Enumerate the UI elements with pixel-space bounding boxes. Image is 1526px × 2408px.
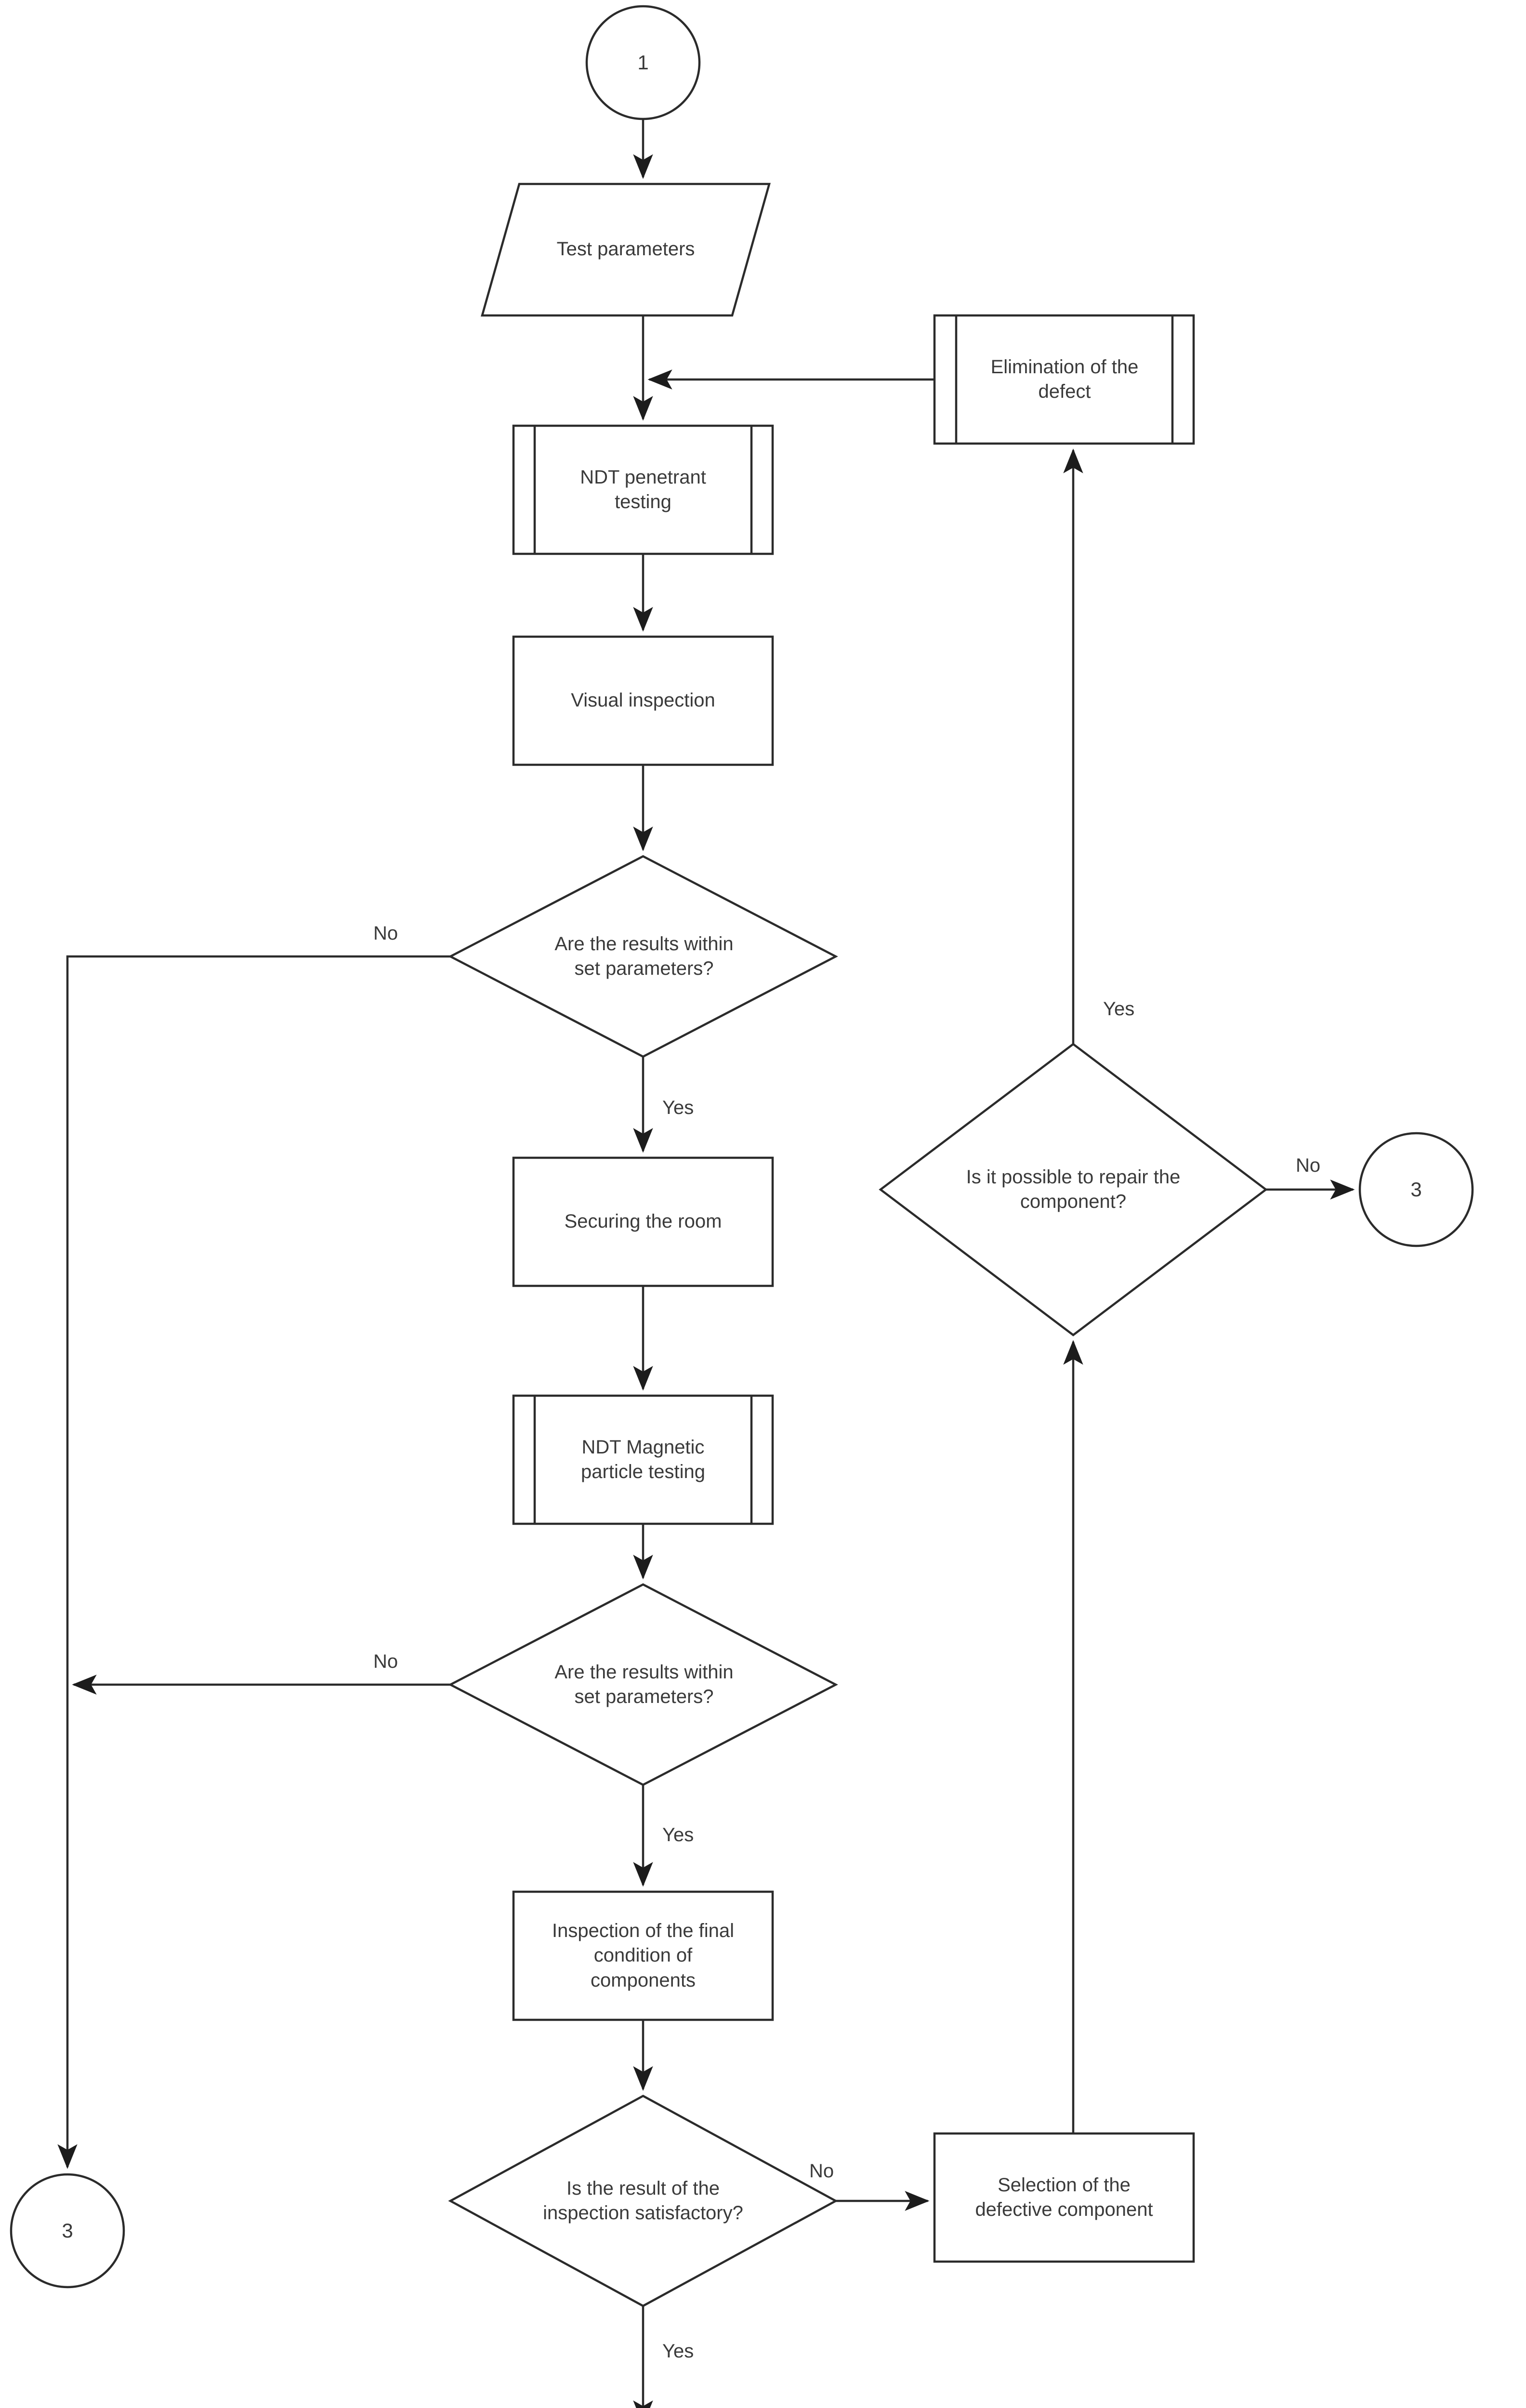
- edge-label-decision1-yes: Yes: [662, 1097, 694, 1118]
- start-connector-1-shape: [585, 5, 701, 120]
- ndt-penetrant-testing-shape: [512, 424, 774, 555]
- edge-label-repair-no: No: [1296, 1155, 1321, 1176]
- elimination-of-defect-shape: [933, 314, 1195, 445]
- edge-label-decision2-yes: Yes: [662, 1824, 694, 1845]
- edge-label-decision1-no: No: [373, 923, 398, 944]
- connector-3-right-shape: [1358, 1132, 1474, 1247]
- visual-inspection-shape: [512, 635, 774, 766]
- edge-label-decision2-no: No: [373, 1651, 398, 1672]
- edge-label-decision3-no: No: [809, 2160, 834, 2182]
- results-within-parameters-1-shape: [448, 855, 838, 1058]
- inspection-satisfactory-shape: [448, 2094, 838, 2307]
- securing-the-room-shape: [512, 1156, 774, 1287]
- test-parameters-shape: [481, 183, 771, 317]
- inspection-final-condition-shape: [512, 1890, 774, 2021]
- ndt-magnetic-particle-testing-shape: [512, 1394, 774, 1525]
- possible-to-repair-shape: [879, 1043, 1268, 1336]
- edge-label-decision3-yes: Yes: [662, 2341, 694, 2362]
- results-within-parameters-2-shape: [448, 1583, 838, 1786]
- edge-decision1-no-to-connector3: [57, 955, 450, 2169]
- selection-defective-component-shape: [933, 2132, 1195, 2263]
- edge-label-repair-yes: Yes: [1103, 998, 1135, 1020]
- connector-3-left-shape: [10, 2173, 125, 2289]
